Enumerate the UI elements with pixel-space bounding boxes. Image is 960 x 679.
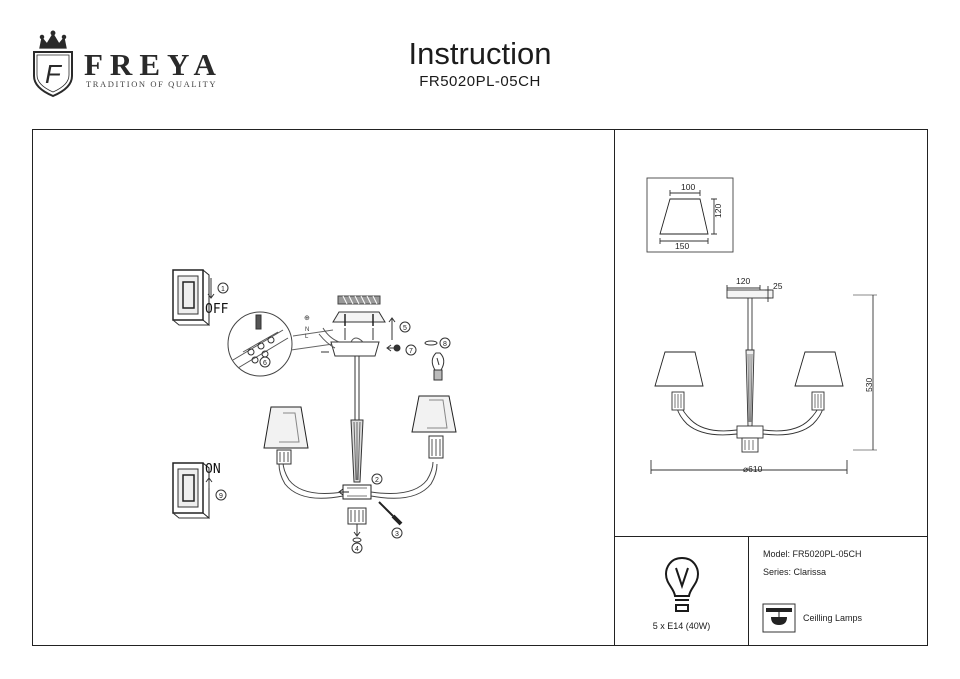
dim-shade-bottom: 150 <box>675 241 689 251</box>
bulb-spec: 5 x E14 (40W) <box>652 621 711 631</box>
step-marker-7 <box>405 344 417 356</box>
brand-logo-emblem: F <box>33 30 73 98</box>
content-frame <box>32 129 928 646</box>
brand-tagline: TRADITION OF QUALITY <box>86 79 218 89</box>
bulb-icon <box>664 556 700 612</box>
dim-total-height: 530 <box>864 378 874 392</box>
step-number-3: 3 <box>395 531 399 538</box>
step-number-5: 5 <box>403 325 407 332</box>
wire-detail-zoom <box>227 311 334 377</box>
divider-spec <box>748 536 749 646</box>
brand-name: FREYA <box>84 47 223 82</box>
step-number-9: 9 <box>219 493 223 500</box>
crown-icon <box>39 30 67 49</box>
light-switch-icon <box>172 269 210 327</box>
dim-canopy-height: 25 <box>773 281 783 291</box>
page-title: Instruction <box>408 36 552 71</box>
light-switch-icon <box>172 462 210 520</box>
brand-monogram: F <box>45 59 63 89</box>
step-number-8: 8 <box>443 341 447 348</box>
shield-monogram-icon: F <box>33 51 73 98</box>
step-marker-4 <box>351 542 363 554</box>
installation-diagram: 1 OFF ON 9 6 5 <box>172 269 457 554</box>
dim-diameter: ⌀610 <box>743 464 763 474</box>
dimension-drawing: 100 150 120 120 25 530 ⌀610 <box>646 177 877 474</box>
switch-off-label: OFF <box>205 302 229 317</box>
screwdriver-icon <box>378 501 403 526</box>
step-marker-2 <box>371 473 383 485</box>
step-marker-1 <box>217 282 229 294</box>
spec-model: Model: FR5020PL-05CH <box>763 549 862 559</box>
spec-type: Ceilling Lamps <box>803 613 863 623</box>
step-number-4: 4 <box>355 546 359 553</box>
step-marker-9 <box>215 489 227 501</box>
ceiling-lamp-icon <box>762 603 796 633</box>
step-number-7: 7 <box>409 348 413 355</box>
bulb-icon <box>431 352 445 381</box>
dim-shade-top: 100 <box>681 182 695 192</box>
spec-series: Series: Clarissa <box>763 567 827 577</box>
svg-text:L: L <box>305 334 309 340</box>
step-marker-6 <box>259 356 271 368</box>
dim-shade-height: 120 <box>713 204 723 218</box>
step-number-2: 2 <box>375 477 379 484</box>
dim-canopy-width: 120 <box>736 276 750 286</box>
model-code: FR5020PL-05CH <box>419 73 541 90</box>
svg-text:N: N <box>305 327 309 333</box>
divider-horizontal <box>614 536 928 537</box>
step-marker-8 <box>439 337 451 349</box>
switch-on-label: ON <box>205 462 221 477</box>
shade-detail-box <box>646 177 734 253</box>
step-number-6: 6 <box>263 360 267 367</box>
step-marker-3 <box>391 527 403 539</box>
divider-vertical <box>614 129 615 646</box>
step-number-1: 1 <box>221 286 225 293</box>
svg-text:⊕: ⊕ <box>304 315 310 322</box>
step-marker-5 <box>399 321 411 333</box>
